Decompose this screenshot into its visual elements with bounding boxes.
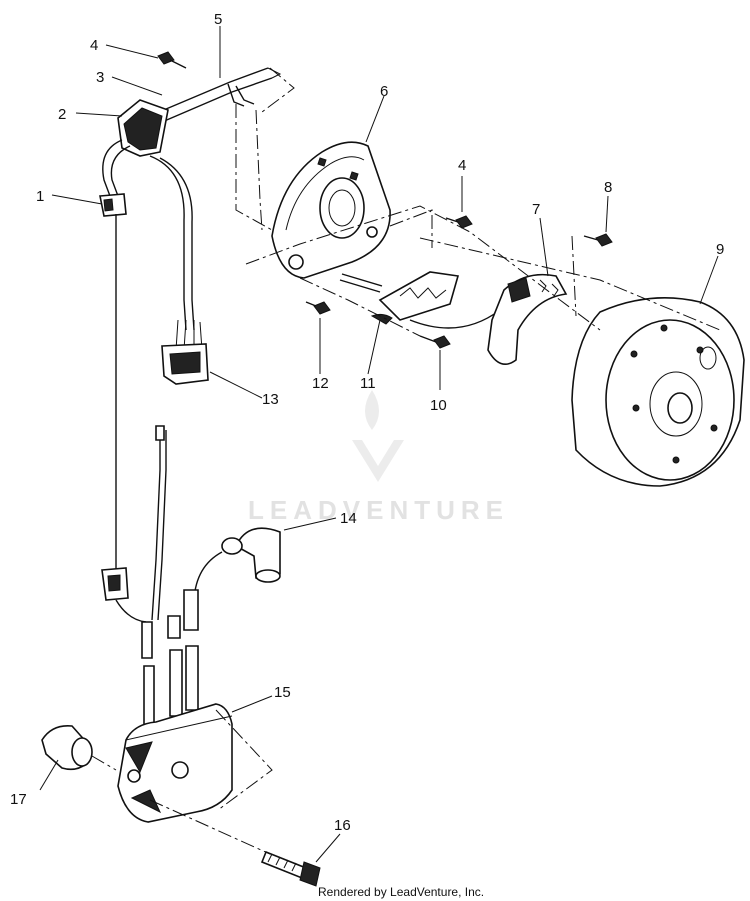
callout-14: 14 [340,510,357,527]
callout-12: 12 [312,375,329,392]
callout-11: 11 [360,375,376,392]
flywheel [571,296,745,487]
callout-2: 2 [58,106,66,123]
callout-9: 9 [716,241,724,258]
wire-harness [99,67,282,385]
callout-1: 1 [36,188,44,205]
lighting-coil [487,273,568,366]
trigger-coil [339,271,501,329]
callout-3: 3 [96,69,104,86]
callout-16: 16 [334,817,351,834]
watermark-text: LEADVENTURE [248,495,509,525]
callout-10: 10 [430,397,447,414]
stator-plate [271,141,391,279]
callout-15: 15 [274,684,291,701]
screws [157,51,613,349]
callout-7: 7 [532,201,540,218]
render-credit: Rendered by LeadVenture, Inc. [318,885,484,899]
callout-13: 13 [262,391,279,408]
callout-5: 5 [214,11,222,28]
callout-8: 8 [604,179,612,196]
watermark: LEADVENTURE [248,390,509,525]
callout-6: 6 [380,83,388,100]
assembly-lines [91,67,721,855]
callout-4-upper: 4 [90,37,98,54]
leader-lines [39,26,719,863]
ignition-leads [101,214,199,659]
rubber-cap [41,724,93,771]
callout-17: 17 [10,791,27,808]
watermark-logo-icon [352,390,404,482]
ignition-coil [117,645,233,823]
mounting-bolt [260,850,321,887]
spark-plug-cap [193,527,281,601]
callouts: 1 2 3 4 4 5 6 7 8 9 10 11 12 13 14 15 16… [10,11,724,834]
callout-4-lower: 4 [458,157,466,174]
